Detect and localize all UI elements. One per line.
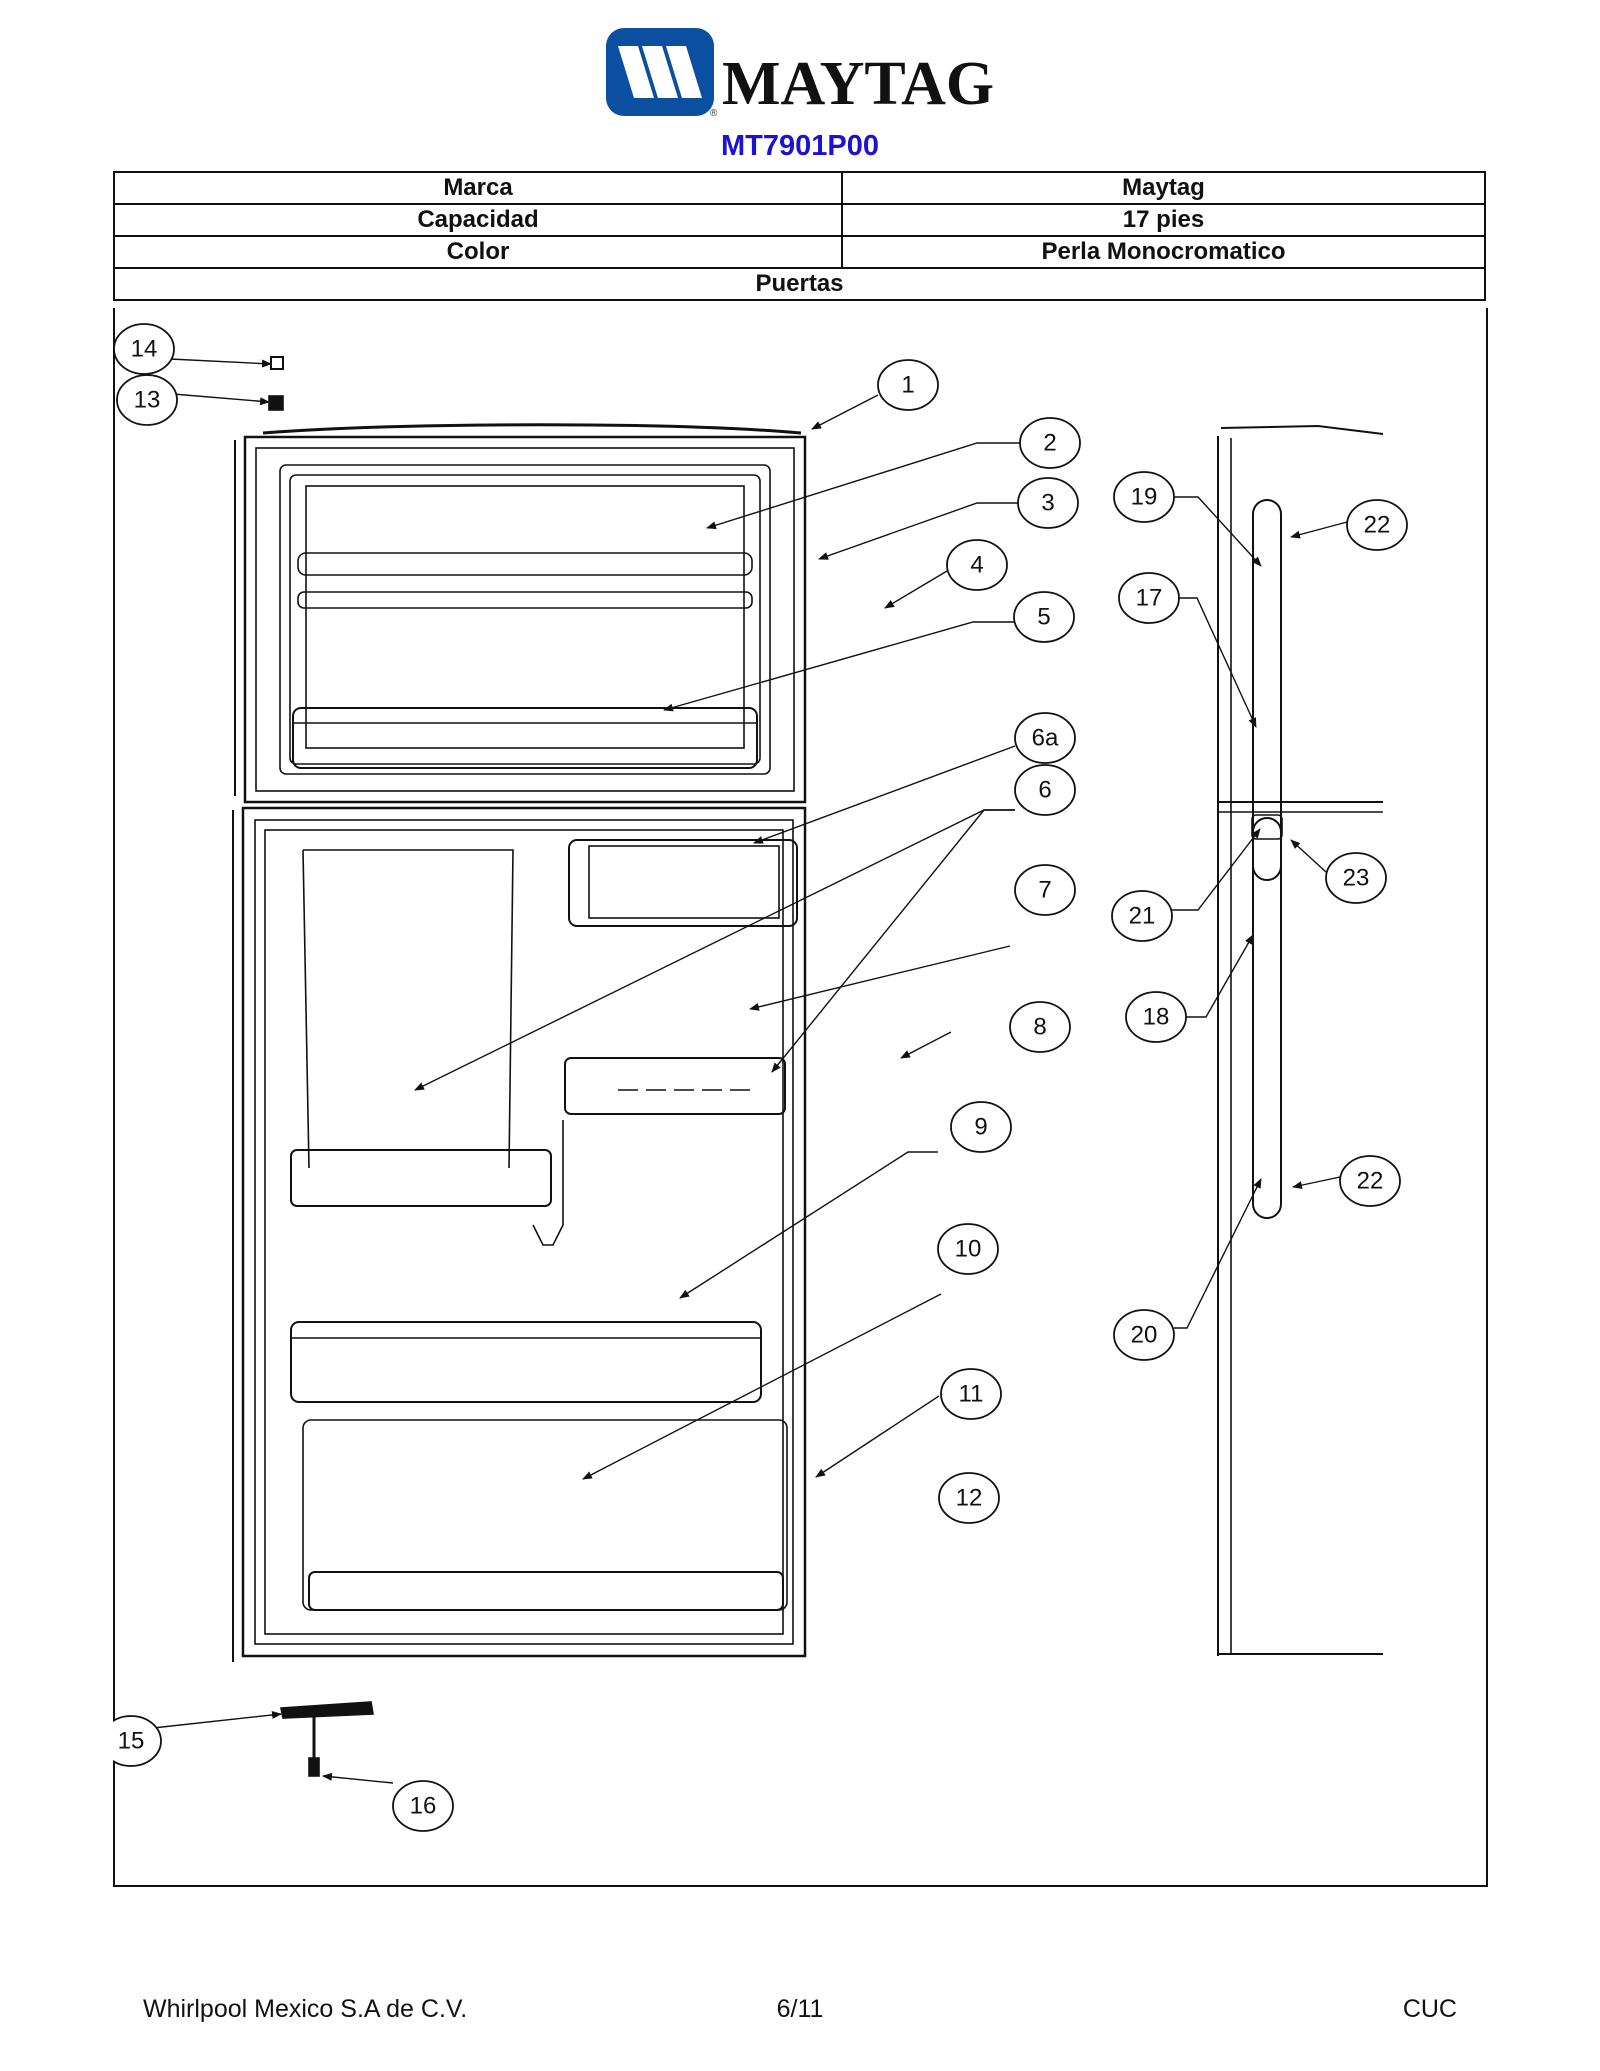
- maytag-logo: MAYTAG ®: [604, 26, 994, 119]
- callout-11: 11: [959, 1381, 984, 1408]
- callout-4: 4: [970, 552, 983, 579]
- callout-17: 17: [1136, 585, 1163, 612]
- callout-22-bottom: 22: [1357, 1168, 1384, 1195]
- callout-20: 20: [1131, 1322, 1158, 1349]
- callout-2: 2: [1043, 430, 1056, 457]
- section-header-row: Puertas: [113, 267, 1486, 301]
- spec-label: Capacidad: [113, 203, 843, 237]
- spec-row: Color Perla Monocromatico: [113, 235, 1486, 269]
- callout-18: 18: [1143, 1004, 1170, 1031]
- spec-row: Marca Maytag: [113, 171, 1486, 205]
- brand-name: MAYTAG: [722, 50, 994, 118]
- spec-label: Color: [113, 235, 843, 269]
- callout-3: 3: [1041, 490, 1054, 517]
- callout-1: 1: [901, 372, 914, 399]
- side-view: [1217, 424, 1384, 1656]
- model-number: MT7901P00: [721, 130, 879, 162]
- bottom-hinge-parts: [280, 1701, 374, 1777]
- callout-14: 14: [131, 336, 158, 363]
- callout-8: 8: [1033, 1014, 1046, 1041]
- section-title: Puertas: [113, 267, 1486, 301]
- callout-10: 10: [955, 1236, 982, 1263]
- callout-23: 23: [1343, 865, 1370, 892]
- callout-13: 13: [134, 387, 161, 414]
- footer-code: CUC: [1402, 1995, 1457, 2023]
- callout-6a: 6a: [1032, 725, 1059, 752]
- callout-15: 15: [118, 1728, 145, 1755]
- callout-19: 19: [1131, 484, 1158, 511]
- leader-lines: [152, 358, 1348, 1784]
- spec-label: Marca: [113, 171, 843, 205]
- callout-7: 7: [1038, 877, 1051, 904]
- footer-company: Whirlpool Mexico S.A de C.V.: [143, 1995, 468, 2023]
- callout-12: 12: [956, 1485, 983, 1512]
- door-parts-diagram: 14 13 1 2 3 4 5 6a 6 7 8 9 10 11 12 15 1…: [113, 323, 1408, 1832]
- diagram-frame: [113, 308, 1488, 1887]
- callout-22-top: 22: [1364, 512, 1391, 539]
- callout-16: 16: [410, 1793, 437, 1820]
- registered-mark: ®: [710, 108, 718, 118]
- fresh-food-door: [232, 806, 807, 1662]
- top-hinge-parts: [268, 356, 284, 411]
- callout-6: 6: [1038, 777, 1051, 804]
- spec-value: Maytag: [841, 171, 1486, 205]
- spec-row: Capacidad 17 pies: [113, 203, 1486, 237]
- spec-value: 17 pies: [841, 203, 1486, 237]
- callout-21: 21: [1129, 903, 1156, 930]
- spec-table: Marca Maytag Capacidad 17 pies Color Per…: [113, 171, 1486, 301]
- callout-5: 5: [1037, 604, 1050, 631]
- spec-value: Perla Monocromatico: [841, 235, 1486, 269]
- freezer-door: [234, 423, 807, 804]
- footer-page-number: 6/11: [776, 1995, 824, 2023]
- callout-9: 9: [974, 1114, 987, 1141]
